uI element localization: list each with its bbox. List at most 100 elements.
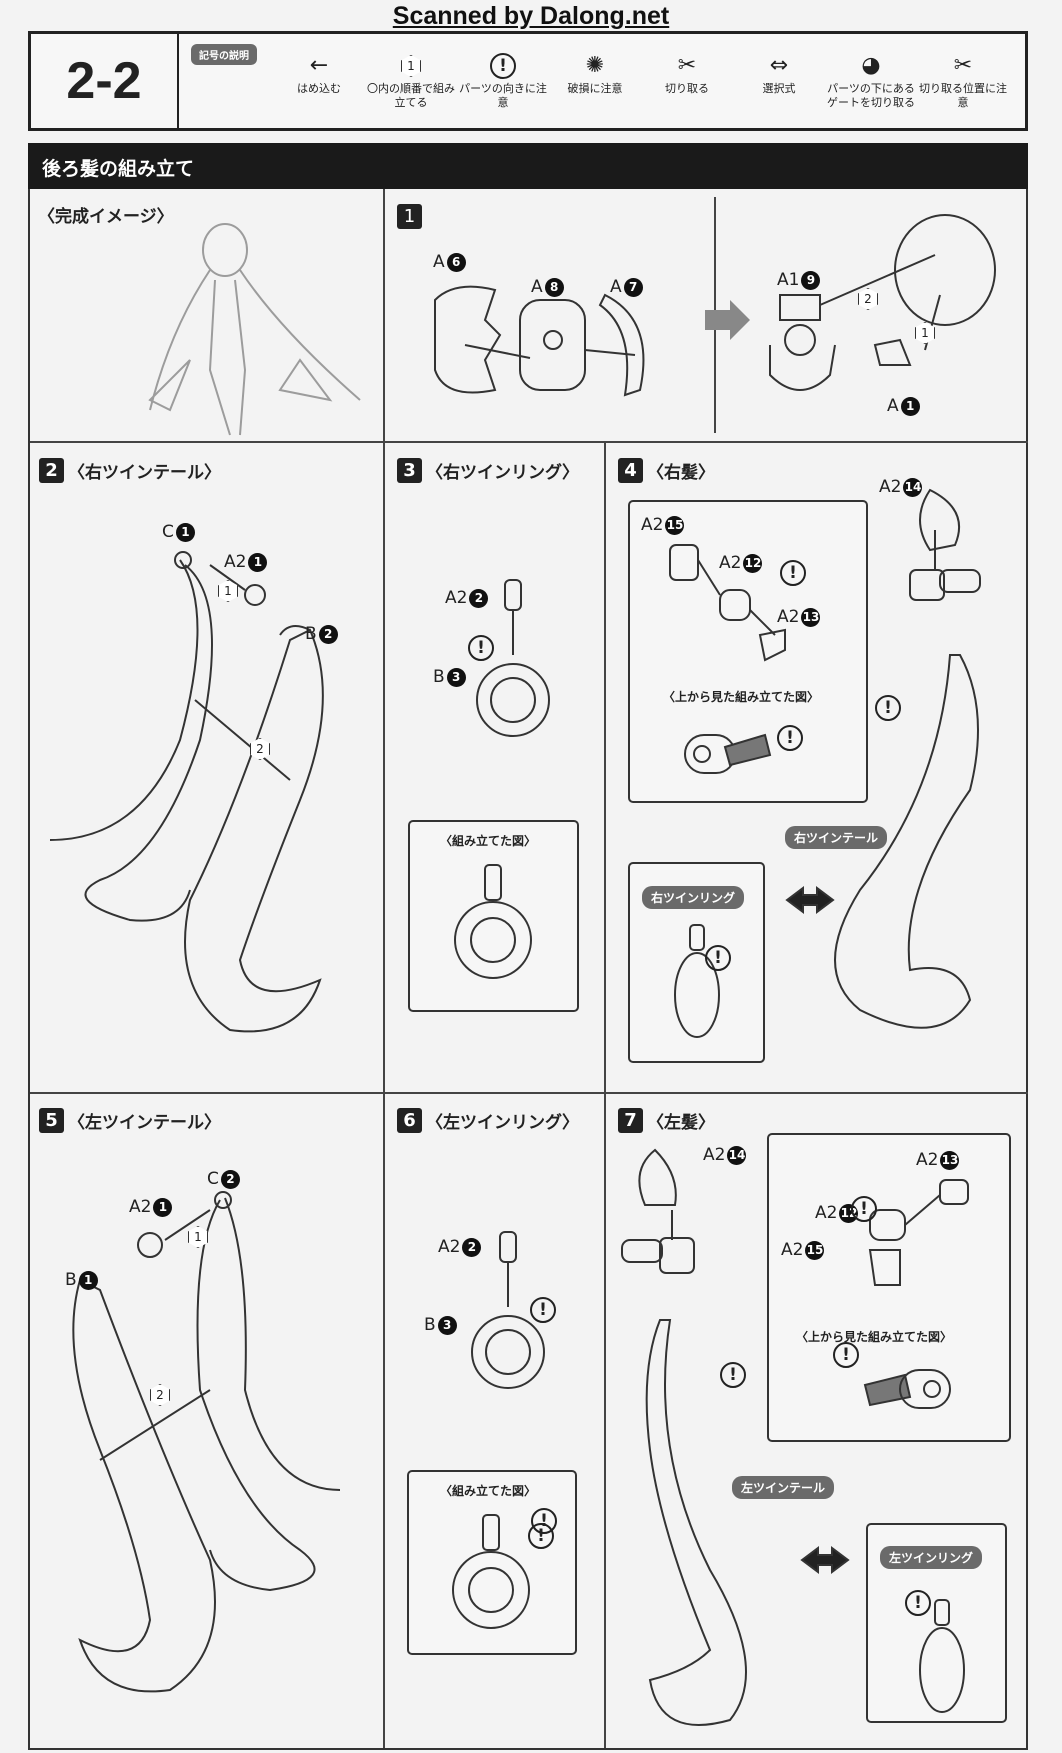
part-number-badge: 3 [437,1315,457,1335]
step-number: 1 [397,204,422,229]
part-number-badge: 7 [623,277,643,297]
part-number-badge: 2 [469,588,489,608]
left-hair-illustration [621,1148,747,1726]
box-caption: 〈上から見た組み立てた図〉 [663,690,820,704]
right-ring-illustration [476,579,550,737]
legend-item: ✂切り取る [639,50,735,96]
right-twin-ring-badge: 右ツインリング [642,886,745,909]
caution-icon: ! [780,560,806,586]
part-number-badge: 1 [900,396,920,416]
part-number-badge: 1 [78,1270,98,1290]
legend-item: ⇔ 選択式 [731,50,827,96]
ring-side-illustration [674,924,720,1038]
assembled-head-illustration [769,214,996,391]
part-number-badge: 1 [175,522,195,542]
legend-item: ✺ 破損に注意 [547,50,643,96]
divider [30,441,1028,443]
legend-label: 〇内の順番で組み立てる [367,82,455,109]
divider [383,189,385,1748]
option-arrow-icon [800,1546,850,1574]
part-number-badge: 14 [903,477,923,497]
divider [30,1092,1028,1094]
gate-under-part-icon: ◕ [861,53,881,78]
assembly-order-hexagon: 2 [250,738,270,760]
box-caption: 〈組み立てた図〉 [440,834,537,848]
legend-label: 選択式 [762,82,796,95]
assembled-view-box [407,1470,577,1655]
left-twin-tail-badge: 左ツインテール [732,1476,835,1499]
caution-icon: ! [905,1590,931,1616]
part-number-badge: 13 [801,607,821,627]
caution-icon: ! [468,635,494,661]
assembled-view-box [408,820,579,1012]
breakage-icon: ✺ [585,53,605,78]
part-number-badge: 2 [318,624,338,644]
part-number-badge: 14 [727,1145,747,1165]
right-hair-parts-illustration [669,544,786,662]
section-title: 後ろ髪の組み立て [28,143,1028,189]
assembly-order-hexagon: 1 [218,580,238,602]
top-view-illustration [863,1369,951,1409]
part-number-badge: 9 [801,270,821,290]
arrow-left-icon: ← [309,53,329,78]
legend-label: パーツの下にあるゲートを切り取る [827,82,915,109]
hexagon-number-icon: 1 [363,50,459,82]
step-4-title: 4〈右髪〉 [618,458,715,483]
part-number-badge: 8 [544,277,564,297]
assembled-ring-illustration [452,1514,530,1629]
legend-label: 切り取る [665,82,709,95]
part-number-badge: 15 [665,515,685,535]
ring-side-illustration [919,1599,965,1713]
cut-position-icon: ✂ [953,53,973,78]
legend-item: !パーツの向きに注意 [455,50,551,110]
exclamation-icon: ! [455,50,551,82]
double-arrow-icon: ⇔ [769,53,789,78]
part-number-badge: 1 [248,552,268,572]
top-view-illustration [684,733,772,774]
assembled-ring-illustration [454,864,532,979]
completed-figure-illustration [148,223,361,436]
part-number-badge: 2 [220,1169,240,1189]
legend-item: ←はめ込む [271,50,367,96]
complete-image-title: 〈完成イメージ〉 [38,207,174,227]
legend-label: 切り取る位置に注意 [919,82,1007,109]
head-parts-illustration [434,285,645,397]
right-twin-tail-illustration [49,551,324,1033]
caution-icon: ! [530,1297,556,1323]
left-ring-illustration [471,1231,545,1389]
step-5-title: 5〈左ツインテール〉 [39,1108,221,1133]
legend-label: 破損に注意 [567,82,623,95]
assembly-order-hexagon: 1 [188,1226,208,1248]
step-2-title: 2〈右ツインテール〉 [39,458,221,483]
part-number-badge: 1 [153,1197,173,1217]
part-number-badge: 6 [446,252,466,272]
box-caption: 〈組み立てた図〉 [440,1484,537,1498]
assembly-order-hexagon: 1 [915,322,935,344]
left-hair-parts-illustration [868,1179,969,1286]
left-twin-ring-badge: 左ツインリング [880,1546,983,1569]
watermark: Scanned by Dalong.net [392,2,670,30]
right-hair-illustration [834,488,981,1029]
legend-title: 記号の説明 [191,44,257,65]
